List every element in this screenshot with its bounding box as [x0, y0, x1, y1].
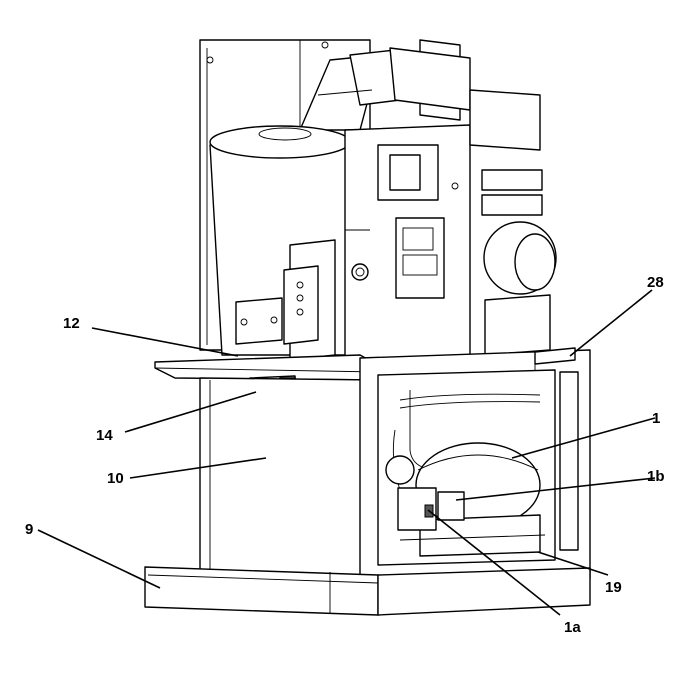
- callout-1b: 1b: [647, 468, 665, 485]
- leader-1: [511, 417, 656, 459]
- leader-9: [37, 529, 161, 589]
- callout-12: 12: [63, 315, 80, 332]
- callout-28: 28: [647, 274, 664, 291]
- base-tray: [144, 566, 591, 616]
- callout-1: 1: [652, 410, 660, 427]
- leader-12: [91, 327, 239, 357]
- callout-10: 10: [107, 470, 124, 487]
- leader-28: [569, 289, 653, 357]
- refrigerant-piping: [385, 390, 541, 491]
- leader-1b: [455, 477, 656, 501]
- lower-cabinet-left: [199, 377, 379, 576]
- callout-19: 19: [605, 579, 622, 596]
- callout-9: 9: [25, 521, 33, 538]
- leader-10: [129, 457, 267, 479]
- callout-1a: 1a: [564, 619, 581, 636]
- leader-19: [537, 551, 609, 576]
- leader-1a: [427, 509, 561, 616]
- callout-14: 14: [96, 427, 113, 444]
- chute-assembly: [299, 47, 471, 131]
- leader-lines: [37, 289, 656, 616]
- leader-14: [124, 391, 257, 433]
- fan-motor: [469, 89, 557, 356]
- callout-labels: 12 14 10 9 28 1 1b 19 1a: [25, 274, 665, 636]
- shelf: [154, 354, 379, 381]
- electrical-panel: [344, 124, 471, 361]
- compressor: [397, 442, 546, 557]
- control-box: [235, 239, 336, 361]
